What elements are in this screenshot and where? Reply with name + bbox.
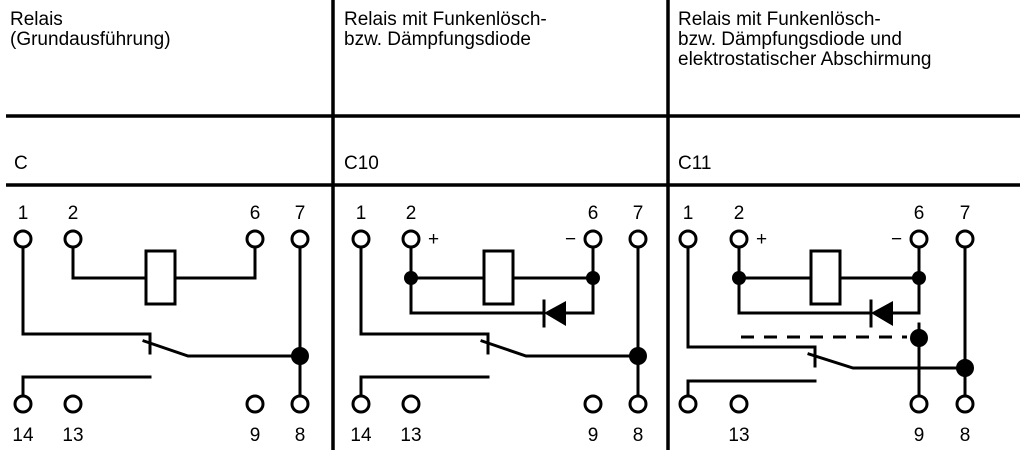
terminal-top-2 [401, 229, 421, 249]
terminal-label-8: 8 [295, 425, 306, 446]
nc-contact-wire [21, 245, 152, 355]
terminal-top-6 [909, 229, 929, 249]
code-label-c11: C11 [678, 153, 712, 174]
code-label-c: C [14, 153, 28, 174]
terminal-label-6: 6 [588, 203, 599, 224]
common-junction-dot [629, 347, 647, 365]
relay-schematic-c: 1 2 6 7 14 13 9 8 [12, 203, 310, 446]
terminal-label-13: 13 [400, 425, 421, 446]
relay-coil [144, 249, 177, 306]
junction-dot [586, 271, 600, 285]
junction-dot [912, 271, 926, 285]
terminal-bottom-8 [955, 394, 975, 414]
terminal-top-1 [678, 229, 698, 249]
terminal-label-14: 14 [350, 425, 372, 446]
terminal-top-1 [13, 229, 33, 249]
terminal-bottom-13 [401, 394, 421, 414]
terminal-top-7 [628, 229, 648, 249]
no-contact-wire [359, 375, 490, 398]
polarity-plus: + [756, 229, 767, 250]
terminal-label-8: 8 [633, 425, 644, 446]
terminal-bottom-8 [628, 394, 648, 414]
terminal-label-2: 2 [406, 203, 417, 224]
terminal-bottom-14 [13, 394, 33, 414]
switch-lever [807, 352, 967, 370]
column-title-c11: Relais mit Funkenlösch- bzw. Dämpfungsdi… [678, 9, 932, 70]
terminal-top-7 [290, 229, 310, 249]
column-title-c10: Relais mit Funkenlösch- bzw. Dämpfungsdi… [344, 9, 547, 50]
terminal-label-1: 1 [356, 203, 367, 224]
relay-coil [809, 249, 842, 306]
common-junction-dot [291, 347, 309, 365]
terminal-label-13: 13 [728, 425, 749, 446]
terminal-bottom-14 [351, 394, 371, 414]
polarity-plus: + [428, 229, 439, 250]
code-label-c10: C10 [344, 153, 379, 174]
no-contact-wire [686, 379, 817, 398]
terminal-top-7 [955, 229, 975, 249]
terminal-label-7: 7 [295, 203, 306, 224]
terminal-bottom-9 [245, 394, 265, 414]
diode-wire-right [891, 245, 921, 315]
diode-wire-left [409, 245, 546, 315]
terminal-label-7: 7 [960, 203, 971, 224]
terminal-top-6 [583, 229, 603, 249]
diode-wire-right [564, 245, 595, 315]
junction-dot [732, 271, 746, 285]
polarity-minus: − [565, 229, 576, 250]
terminal-label-2: 2 [68, 203, 79, 224]
relay-coil [482, 249, 515, 306]
terminal-bottom-13 [63, 394, 83, 414]
switch-lever [480, 339, 640, 358]
terminal-top-2 [729, 229, 749, 249]
terminal-label-1: 1 [18, 203, 29, 224]
diode-icon [544, 301, 566, 326]
terminal-label-13: 13 [62, 425, 83, 446]
terminal-label-2: 2 [734, 203, 745, 224]
switch-lever [142, 339, 302, 358]
diode-icon [871, 301, 893, 326]
nc-contact-wire [359, 245, 490, 355]
shield-junction-dot [910, 329, 928, 347]
diode-wire-left [737, 245, 873, 315]
relay-schematic-c10: + − 1 2 6 7 14 13 9 8 [350, 203, 648, 446]
terminal-bottom-13 [729, 394, 749, 414]
terminal-label-14: 14 [12, 425, 34, 446]
terminal-bottom-9 [909, 394, 929, 414]
terminal-label-9: 9 [914, 425, 925, 446]
terminal-top-1 [351, 229, 371, 249]
terminal-label-9: 9 [588, 425, 599, 446]
no-contact-wire [21, 375, 152, 398]
terminal-top-2 [63, 229, 83, 249]
column-title-c: Relais (Grundausführung) [10, 9, 171, 50]
terminal-label-6: 6 [914, 203, 925, 224]
terminal-label-6: 6 [250, 203, 261, 224]
terminal-top-6 [245, 229, 265, 249]
common-junction-dot [956, 359, 974, 377]
nc-contact-wire [686, 245, 817, 368]
terminal-bottom-unlabeled [678, 394, 698, 414]
polarity-minus: − [891, 229, 902, 250]
terminal-label-7: 7 [633, 203, 644, 224]
junction-dot [404, 271, 418, 285]
terminal-label-1: 1 [683, 203, 694, 224]
terminal-label-9: 9 [250, 425, 261, 446]
terminal-bottom-8 [290, 394, 310, 414]
terminal-bottom-9 [583, 394, 603, 414]
relay-schematic-c11: + − 1 2 6 7 13 9 8 [678, 203, 975, 446]
terminal-label-8: 8 [960, 425, 971, 446]
